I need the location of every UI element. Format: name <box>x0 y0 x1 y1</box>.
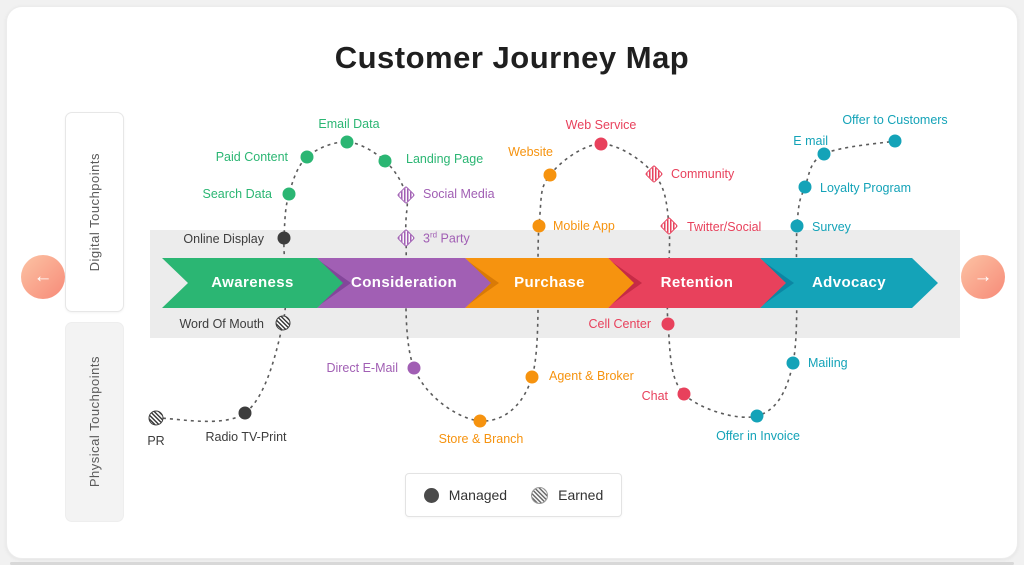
marker-survey <box>790 219 804 233</box>
label-e-mail: E mail <box>793 134 828 148</box>
stage-label-awareness: Awareness <box>211 274 294 291</box>
digital-touchpoints-box: Digital Touchpoints <box>65 112 124 312</box>
label-loyalty-program: Loyalty Program <box>820 181 912 195</box>
marker-store-branch <box>473 414 487 428</box>
legend: Managed Earned <box>405 473 622 517</box>
marker-offer-in-invoice <box>750 409 764 423</box>
legend-item-managed: Managed <box>423 487 508 503</box>
stage-label-retention: Retention <box>660 274 734 291</box>
earned-marker-icon <box>531 486 549 504</box>
label-landing-page: Landing Page <box>406 152 484 166</box>
marker-search-data <box>282 187 296 201</box>
marker-cell-center <box>661 317 675 331</box>
marker-community <box>644 164 664 184</box>
marker-3rd-party <box>396 228 416 248</box>
stage-arrow-tip <box>608 258 634 308</box>
marker-chat <box>677 387 691 401</box>
marker-web-service <box>594 137 608 151</box>
marker-direct-e-mail <box>407 361 421 375</box>
label-chat: Chat <box>641 389 668 403</box>
label-offer-in-invoice: Offer in Invoice <box>716 429 800 443</box>
label-email-data: Email Data <box>318 117 380 131</box>
marker-paid-content <box>300 150 314 164</box>
label-store-branch: Store & Branch <box>438 432 524 446</box>
marker-mailing <box>786 356 800 370</box>
stage-arrow-tip <box>760 258 786 308</box>
stage-arrow-tip <box>465 258 491 308</box>
physical-touchpoints-box: Physical Touchpoints <box>65 322 124 522</box>
marker-agent-broker <box>525 370 539 384</box>
label-web-service: Web Service <box>565 118 637 132</box>
stage-label-advocacy: Advocacy <box>811 274 887 291</box>
stage-arrow-purchase <box>465 258 634 308</box>
label-offer-to-customers: Offer to Customers <box>842 113 948 127</box>
stage-arrow-awareness <box>162 258 343 308</box>
marker-landing-page <box>378 154 392 168</box>
label-radio-tv-print: Radio TV-Print <box>205 430 287 444</box>
marker-mobile-app <box>532 219 546 233</box>
marker-radio-tv-print <box>238 406 252 420</box>
legend-item-earned: Earned <box>531 486 604 504</box>
label-agent-broker: Agent & Broker <box>549 369 634 383</box>
label-pr: PR <box>147 434 165 448</box>
label-survey: Survey <box>812 220 851 234</box>
label-community: Community <box>671 167 735 181</box>
page-title: Customer Journey Map <box>334 40 690 75</box>
managed-label: Managed <box>448 487 508 503</box>
next-button[interactable]: → <box>961 255 1005 299</box>
marker-social-media <box>396 185 416 205</box>
marker-loyalty-program <box>798 180 812 194</box>
bottom-edge-line <box>10 562 1014 565</box>
marker-twitter-social <box>659 216 679 236</box>
label-twitter-social: Twitter/Social <box>687 220 762 234</box>
stage-label-purchase: Purchase <box>514 274 585 291</box>
stage-arrow-advocacy <box>760 258 938 308</box>
label-word-of-mouth: Word Of Mouth <box>179 317 264 331</box>
earned-label: Earned <box>558 487 604 503</box>
stage-arrow-retention <box>608 258 786 308</box>
stage-arrow-consideration <box>317 258 491 308</box>
label-paid-content: Paid Content <box>215 150 288 164</box>
label-mobile-app: Mobile App <box>553 219 615 233</box>
stage-arrow-tip <box>317 258 343 308</box>
label-mailing: Mailing <box>808 356 848 370</box>
managed-marker-icon <box>423 487 439 503</box>
marker-word-of-mouth <box>275 315 291 331</box>
label-social-media: Social Media <box>423 187 495 201</box>
label-search-data: Search Data <box>202 187 272 201</box>
marker-offer-to-customers <box>888 134 902 148</box>
marker-online-display <box>277 231 291 245</box>
marker-email-data <box>340 135 354 149</box>
marker-e-mail <box>817 147 831 161</box>
marker-website <box>543 168 557 182</box>
marker-pr <box>148 410 164 426</box>
label-cell-center: Cell Center <box>588 317 651 331</box>
prev-button[interactable]: ← <box>21 255 65 299</box>
stage-label-consideration: Consideration <box>350 274 458 291</box>
label-online-display: Online Display <box>183 232 264 246</box>
label-3rd-party: 3rd Party <box>423 230 470 246</box>
label-direct-e-mail: Direct E-Mail <box>326 361 398 375</box>
label-website: Website <box>508 145 553 159</box>
